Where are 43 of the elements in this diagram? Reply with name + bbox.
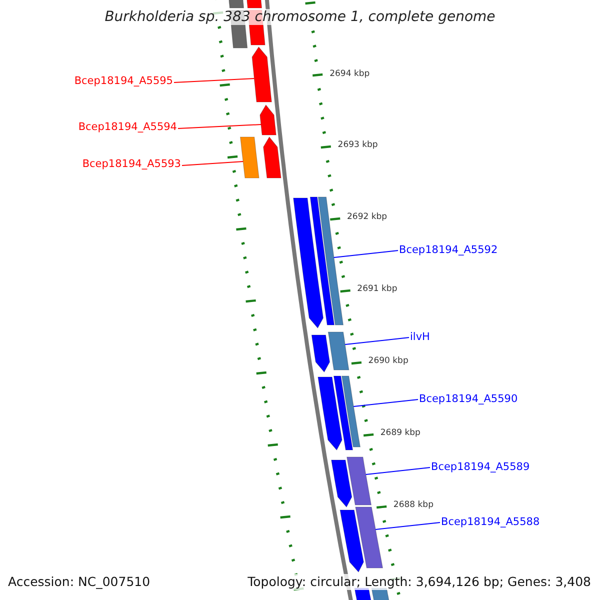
gene-label: Bcep18194_A5590 xyxy=(419,393,518,406)
leader-line xyxy=(174,78,255,83)
gene-segment xyxy=(252,46,272,102)
gene-label: Bcep18194_A5592 xyxy=(399,244,498,257)
leader-line xyxy=(353,399,418,407)
scale-label: 2688 kbp xyxy=(393,500,434,511)
gene-segment xyxy=(263,136,282,178)
gene-segment xyxy=(311,334,330,373)
leader-line xyxy=(182,161,244,166)
gene-label: Bcep18194_A5588 xyxy=(441,516,540,529)
accession-text: Accession: NC_007510 xyxy=(8,574,150,590)
gene-bar xyxy=(318,196,344,326)
gene-segment xyxy=(293,198,324,329)
genome-summary-text: Topology: circular; Length: 3,694,126 bp; Genes: 3,408 xyxy=(248,574,591,590)
gene-segment xyxy=(318,376,342,451)
leader-line xyxy=(333,250,398,258)
scale-label: 2691 kbp xyxy=(357,284,398,295)
scale-label: 2693 kbp xyxy=(338,140,378,151)
scale-label: 2692 kbp xyxy=(347,212,388,223)
scale-label: 2690 kbp xyxy=(368,356,408,367)
gene-bar xyxy=(346,456,372,506)
gene-bar xyxy=(240,136,260,178)
scale-label: 2694 kbp xyxy=(330,69,370,80)
gene-bar xyxy=(333,376,354,450)
gene-label: Bcep18194_A5595 xyxy=(74,75,173,88)
leader-line xyxy=(178,124,262,129)
gene-label: ilvH xyxy=(410,331,430,344)
leader-line xyxy=(365,467,430,475)
gene-label: Bcep18194_A5594 xyxy=(78,121,177,134)
leader-line xyxy=(344,337,410,345)
gene-segment xyxy=(260,104,276,136)
leader-line xyxy=(375,522,440,530)
gene-bar xyxy=(355,506,384,568)
gene-bar xyxy=(246,0,262,8)
scale-label: 2689 kbp xyxy=(380,428,420,439)
gene-bar xyxy=(310,196,335,326)
gene-segment xyxy=(331,460,352,508)
gene-segment xyxy=(340,510,364,573)
gene-label: Bcep18194_A5589 xyxy=(431,461,530,474)
gene-bar xyxy=(328,332,350,370)
gene-bar xyxy=(228,0,244,8)
gene-label: Bcep18194_A5593 xyxy=(82,158,181,171)
gene-bar xyxy=(341,376,361,448)
